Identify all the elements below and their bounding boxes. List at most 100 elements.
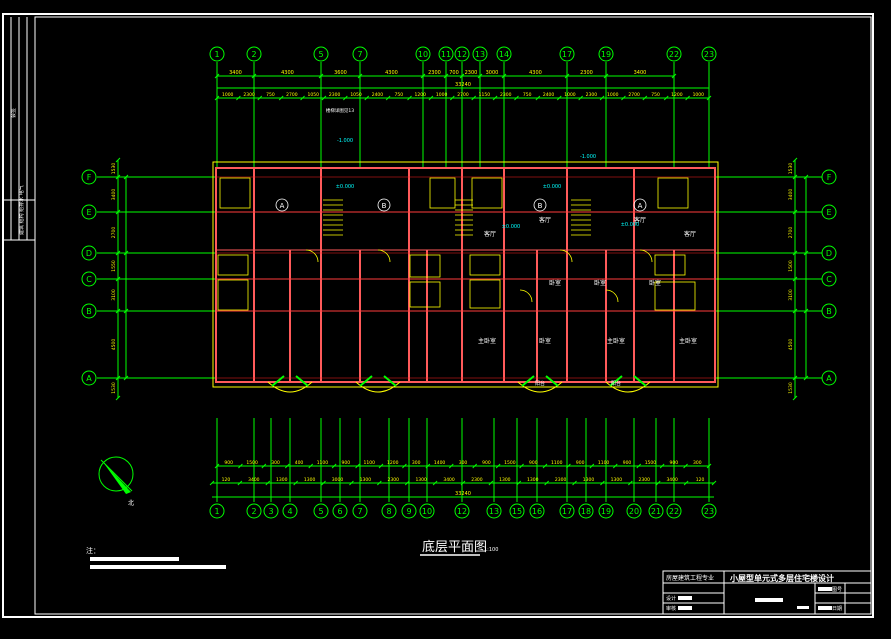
dim-right-tick: [792, 209, 798, 215]
dim-top1-label: 3400: [229, 70, 242, 76]
dim-top3-tick: [663, 95, 669, 101]
dim-top3-label: 2300: [586, 92, 598, 98]
axis-label-top: 22: [669, 50, 679, 59]
axis-circle-bottom: [559, 503, 575, 519]
dim-right2-tick: [803, 375, 809, 381]
axis-label-bottom: 16: [532, 507, 542, 516]
dim-bot2-tick: [209, 480, 215, 486]
unit-tag: B: [382, 202, 387, 210]
dim-bot1-tick: [566, 463, 571, 469]
door-arc: [519, 289, 533, 303]
axis-circle-bottom: [282, 503, 298, 519]
dim-bot1-label: 1100: [598, 460, 610, 466]
axis-circle-top: [246, 46, 262, 62]
axis-label-bottom: 1: [214, 507, 219, 516]
dim-top3-label: 1000: [693, 92, 705, 98]
balcony-door: [545, 375, 559, 387]
title-block-bar-mid: [755, 598, 783, 602]
dim-top1-tick: [357, 73, 363, 79]
room-master: 主卧室: [679, 337, 697, 345]
title-block-bar-3: [678, 606, 692, 610]
fixture: [657, 177, 689, 209]
dim-right2-tick: [803, 308, 809, 314]
fixture: [219, 177, 251, 209]
dim-bot2-label: 3000: [332, 477, 344, 483]
unit-tag: A: [280, 202, 285, 210]
dim-top3-tick: [492, 95, 498, 101]
dim-top3-label: 750: [651, 92, 660, 98]
dim-bot2-label: 1300: [499, 477, 511, 483]
unit-tag-circle: [275, 198, 289, 212]
axis-label-bottom: 22: [669, 507, 679, 516]
axis-circle-left: [81, 370, 97, 386]
dim-bot2-label: 2300: [639, 477, 651, 483]
axis-circle-top: [701, 46, 717, 62]
dim-left2-tick: [123, 250, 129, 256]
dim-bot2-tick: [544, 480, 550, 486]
axis-circle-left: [81, 204, 97, 220]
dim-bot2-label: 1300: [360, 477, 372, 483]
dim-bot1-tick: [659, 463, 665, 469]
room-living: 客厅: [484, 230, 496, 238]
dim-bot2-tick: [237, 480, 243, 486]
dim-left-tick: [115, 174, 121, 180]
axis-circle-right: [821, 271, 837, 287]
dim-top3-label: 2300: [329, 92, 341, 98]
dim-bot1-label: 900: [224, 460, 233, 466]
balcony-door: [609, 375, 623, 387]
axis-label-bottom: 9: [406, 507, 411, 516]
balcony-arc: [355, 381, 401, 393]
fixture: [471, 177, 503, 209]
title-block-project: 小屋型单元式多层住宅楼设计: [729, 573, 834, 583]
axis-circle-bottom: [381, 503, 397, 519]
axis-label-right: D: [826, 249, 832, 258]
dim-top1-label: 4300: [529, 70, 542, 76]
axis-circle-bottom: [454, 503, 470, 519]
balcony-door: [383, 375, 397, 387]
dim-bot2-label: 2300: [471, 477, 483, 483]
dim-bot1-label: 900: [670, 460, 679, 466]
dim-top3-label: 1050: [350, 92, 362, 98]
dim-bot2-tick: [600, 480, 605, 486]
dim-bot1-tick: [448, 463, 454, 469]
dim-right-label: 2700: [788, 227, 794, 239]
dim-top1-tick: [564, 73, 570, 79]
dim-top1-label: 2300: [465, 70, 478, 76]
unit-tag-circle: [633, 198, 647, 212]
drawing-scale: 1:100: [484, 547, 498, 553]
dim-right-tick: [792, 395, 798, 401]
dim-bot1-label: 1400: [434, 460, 446, 466]
dim-left-tick: [115, 250, 121, 256]
dim-bot2-tick: [627, 480, 633, 486]
dim-bot1-label: 1100: [364, 460, 376, 466]
axis-label-top: 2: [251, 50, 256, 59]
dim-top3-tick: [578, 95, 584, 101]
axis-label-bottom: 19: [601, 507, 611, 516]
dim-right-label: 1530: [788, 163, 794, 175]
dim-left-label: 4500: [111, 339, 117, 351]
axis-label-bottom: 21: [651, 507, 661, 516]
dim-right-label: 1500: [788, 260, 794, 272]
north-arrow: [98, 456, 134, 494]
dim-bot2-tick: [265, 480, 271, 486]
axis-circle-bottom: [263, 503, 279, 519]
axis-label-right: E: [826, 208, 831, 217]
dim-top3-label: 2700: [628, 92, 640, 98]
axis-label-bottom: 4: [287, 507, 292, 516]
dim-top3-label: 1000: [564, 92, 576, 98]
dim-left-tick: [115, 157, 121, 163]
axis-label-bottom: 20: [629, 507, 639, 516]
title-block-row2: 设计: [666, 595, 676, 602]
left-strip: [3, 17, 35, 241]
dim-bot1-label: 900: [482, 460, 491, 466]
dim-bottom-total: 33240: [455, 491, 471, 497]
axis-circle-bottom: [246, 503, 262, 519]
axis-label-right: A: [826, 374, 832, 383]
unit-tag: A: [638, 202, 643, 210]
dim-right-tick: [792, 276, 798, 282]
axis-circle-bottom: [209, 503, 225, 519]
fixture: [654, 281, 696, 311]
